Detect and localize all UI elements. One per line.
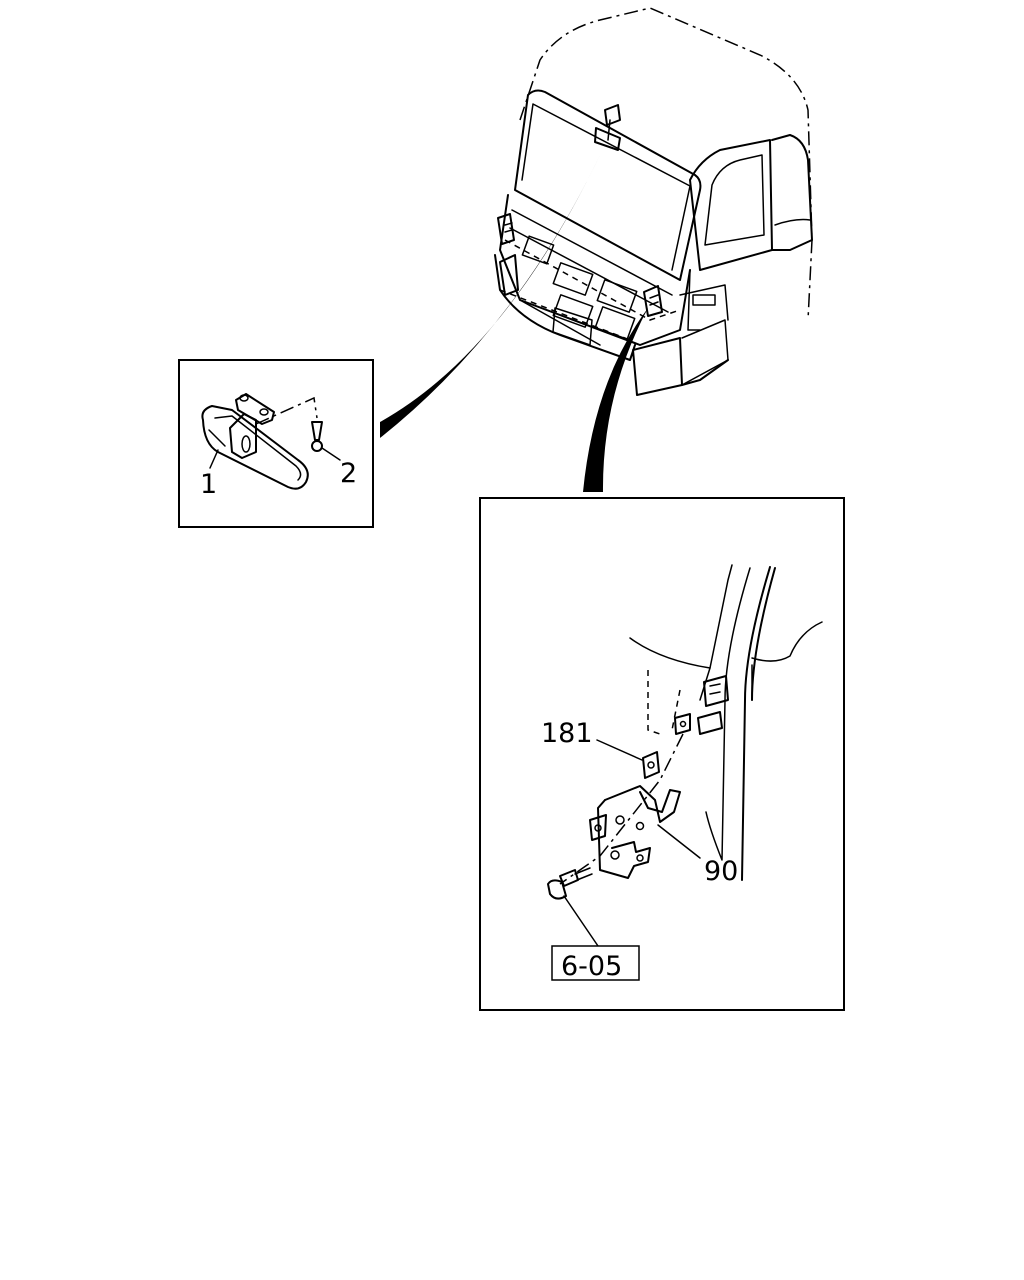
callout-mirror: 1 (200, 469, 217, 500)
leader-wedge-mirror (380, 155, 600, 438)
inset-hinge-bracket: 6-05 181 90 (479, 497, 845, 1011)
callout-spacer: 181 (541, 718, 593, 749)
inset-mirror: 1 2 (178, 359, 374, 528)
callout-bracket: 90 (704, 856, 738, 887)
callout-screw: 2 (340, 458, 357, 489)
leader-wedge-hinge (583, 308, 648, 492)
truck-cab (494, 7, 813, 396)
callout-reference: 6-05 (561, 951, 622, 982)
